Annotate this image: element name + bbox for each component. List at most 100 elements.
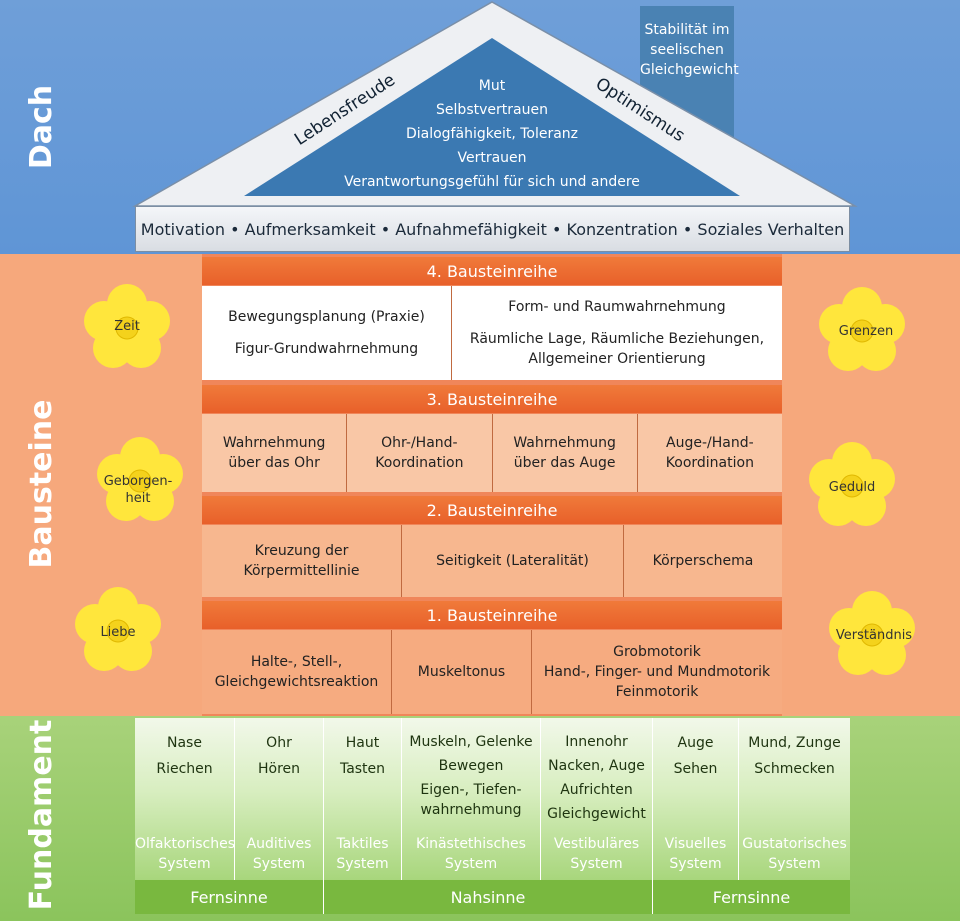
- cell-text: Grobmotorik: [613, 644, 701, 660]
- chimney-line: seelischen: [650, 42, 724, 58]
- roof-value: Vertrauen: [457, 150, 527, 166]
- row-4-cell: Bewegungsplanung (Praxie) Figur-Grundwah…: [202, 286, 452, 380]
- sense-organ: Haut: [345, 735, 380, 751]
- sense-action: Bewegen: [438, 758, 504, 774]
- flower-label-left: Liebe: [100, 625, 136, 640]
- cell-text: Wahrnehmung: [513, 435, 616, 451]
- system-name: Olfaktorisches: [135, 836, 235, 852]
- cell-text: Koordination: [375, 455, 464, 471]
- cell-text: Seitigkeit (Lateralität): [436, 553, 589, 569]
- cell-text: Halte-, Stell-,: [250, 654, 343, 670]
- system-name: Visuelles: [664, 836, 727, 852]
- row-4-cells: Bewegungsplanung (Praxie) Figur-Grundwah…: [202, 286, 782, 380]
- row-3-cells: Wahrnehmung über das Ohr Ohr-/Hand- Koordi…: [202, 414, 782, 492]
- sense-action: Riechen: [156, 761, 213, 777]
- cell-text: über das Auge: [513, 455, 616, 471]
- cell-text: Körperschema: [652, 553, 754, 569]
- row-header-2: 2. Bausteinreihe: [202, 496, 782, 524]
- roof-value: Selbstvertrauen: [436, 102, 548, 118]
- cell-text: über das Ohr: [228, 455, 320, 471]
- cell-text: Allgemeiner Orientierung: [528, 351, 706, 367]
- cell-text: Auge-/Hand-: [666, 435, 754, 451]
- cell-text: Wahrnehmung: [222, 435, 326, 451]
- row-header-4: 4. Bausteinreihe: [202, 257, 782, 285]
- cell-text: Körpermittellinie: [243, 563, 360, 579]
- chimney-line: Stabilität im: [644, 22, 730, 38]
- flower-label-right: Verständnis: [835, 628, 913, 643]
- row-3-cell: Ohr-/Hand- Koordination: [347, 414, 493, 492]
- roof-value: Mut: [478, 78, 506, 94]
- sense-organ: Mund, Zunge: [748, 735, 841, 751]
- sense-organ: Ohr: [266, 735, 292, 751]
- flower-label-right: Geduld: [828, 480, 876, 495]
- flower-label-right: Grenzen: [838, 324, 894, 339]
- sense-action: Schmecken: [754, 761, 835, 777]
- sense-action: Aufrichten: [560, 782, 633, 798]
- row-2-cell: Körperschema: [624, 525, 782, 597]
- roof-inner: [244, 38, 740, 196]
- system-name: Gustatorisches: [742, 836, 847, 852]
- cell-text: Bewegungsplanung (Praxie): [228, 309, 425, 325]
- system-name: Vestibuläres: [553, 836, 640, 852]
- sense-action: wahrnehmung: [420, 802, 522, 818]
- row-3-cell: Auge-/Hand- Koordination: [638, 414, 782, 492]
- system-name: System: [768, 856, 821, 872]
- sense-organ: Muskeln, Gelenke: [409, 734, 533, 750]
- system-name: Kinästethisches: [416, 836, 526, 852]
- sense-group-fernsinne: Fernsinne: [135, 880, 324, 914]
- row-1-cells: Halte-, Stell-, Gleichgewichtsreaktion Mu…: [202, 630, 782, 714]
- row-header-3: 3. Bausteinreihe: [202, 385, 782, 413]
- row-2-cell: Seitigkeit (Lateralität): [402, 525, 624, 597]
- cell-text: Form- und Raumwahrnehmung: [508, 299, 726, 315]
- row-1-cell: Muskeltonus: [392, 630, 532, 714]
- row-3-cell: Wahrnehmung über das Ohr: [202, 414, 348, 492]
- sense-organ: Nase: [167, 735, 202, 751]
- sense-group-fernsinne: Fernsinne: [653, 880, 850, 914]
- sense-organ: Innenohr: [565, 734, 628, 750]
- sense-action: Eigen-, Tiefen-: [420, 782, 522, 798]
- system-name: Taktiles: [336, 836, 389, 852]
- flower-label-left: Geborgen- heit: [103, 474, 173, 506]
- cell-text: Koordination: [665, 455, 754, 471]
- sense-action: Gleichgewicht: [547, 806, 646, 822]
- cell-text: Ohr-/Hand-: [381, 435, 458, 451]
- row-1-cell: Halte-, Stell-, Gleichgewichtsreaktion: [202, 630, 392, 714]
- cell-text: Gleichgewichtsreaktion: [214, 674, 379, 690]
- row-3-cell: Wahrnehmung über das Auge: [493, 414, 638, 492]
- system-name: System: [570, 856, 623, 872]
- system-name: System: [336, 856, 389, 872]
- roof-value: Dialogfähigkeit, Toleranz: [405, 126, 579, 142]
- row-header-1: 1. Bausteinreihe: [202, 601, 782, 629]
- cell-text: Hand-, Finger- und Mundmotorik: [543, 664, 771, 680]
- system-name: System: [252, 856, 306, 872]
- sense-organ: Auge: [677, 735, 714, 751]
- cell-text: Räumliche Lage, Räumliche Beziehungen,: [469, 331, 765, 347]
- sense-action: Tasten: [339, 761, 386, 777]
- sense-organ: Nacken, Auge: [548, 758, 645, 774]
- cell-text: Muskeltonus: [417, 664, 506, 680]
- system-name: System: [158, 856, 211, 872]
- system-name: System: [444, 856, 498, 872]
- roof-beam: Motivation • Aufmerksamkeit • Aufnahmefä…: [135, 206, 850, 252]
- cell-text: Figur-Grundwahrnehmung: [234, 341, 419, 357]
- cell-text: Feinmotorik: [615, 684, 699, 700]
- system-name: Auditives: [246, 836, 312, 852]
- chimney-line: Gleichgewicht: [640, 62, 739, 78]
- sense-action: Sehen: [673, 761, 718, 777]
- roof-value: Verantwortungsgefühl für sich und andere: [344, 174, 640, 190]
- row-4-cell: Form- und Raumwahrnehmung Räumliche Lage…: [452, 286, 782, 380]
- sense-action: Hören: [257, 761, 301, 777]
- system-name: System: [669, 856, 722, 872]
